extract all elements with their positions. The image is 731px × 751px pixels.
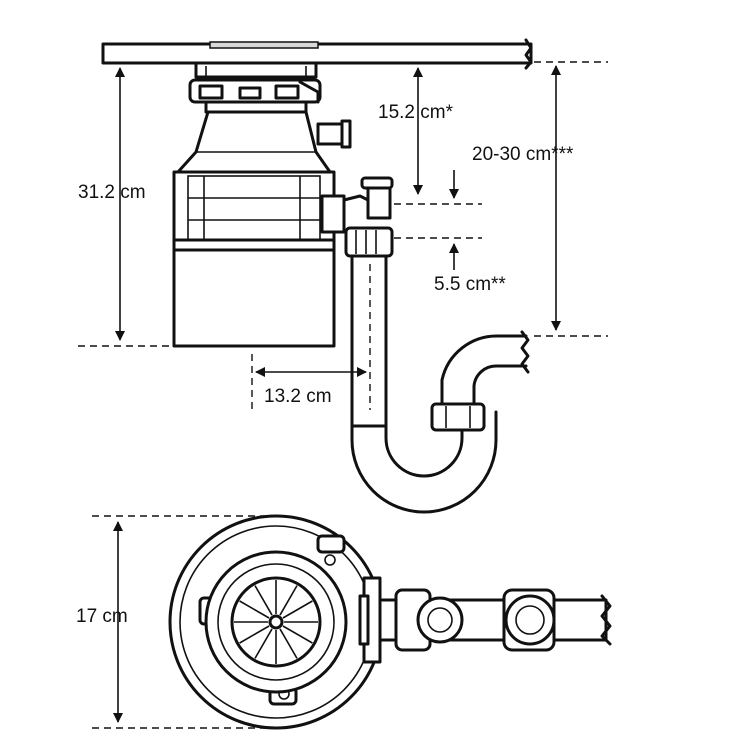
splash-fin xyxy=(239,600,270,619)
splash-fin xyxy=(254,628,273,659)
sink-to-inlet-label: 15.2 cm* xyxy=(378,102,454,123)
disposer-upper-body xyxy=(176,110,352,174)
p-trap xyxy=(350,330,530,514)
splash-fin xyxy=(279,628,298,659)
dimension-outlet-gap: 5.5 cm** xyxy=(394,170,506,295)
splash-fin xyxy=(239,625,270,644)
dimension-diameter: 17 cm xyxy=(76,515,270,729)
side-view: 31.2 cm 15.2 cm* 5.5 cm** 20-30 cm*** xyxy=(78,38,608,514)
discharge-pipe xyxy=(342,176,394,428)
height-total-label: 31.2 cm xyxy=(78,182,146,203)
outlet-gap-label: 5.5 cm** xyxy=(434,274,506,295)
dimension-sink-to-inlet: 15.2 cm* xyxy=(378,67,482,205)
splash-fin xyxy=(282,600,313,619)
drain-range-label: 20-30 cm*** xyxy=(472,144,574,165)
disposer-lower-body xyxy=(172,248,336,348)
top-drain-pipe xyxy=(378,588,612,652)
dimension-drain-range: 20-30 cm*** xyxy=(472,61,608,337)
diameter-label: 17 cm xyxy=(76,606,128,627)
splash-guard xyxy=(234,580,318,664)
splash-fin xyxy=(254,585,273,616)
outlet-offset-label: 13.2 cm xyxy=(264,386,332,407)
splash-fin xyxy=(279,585,298,616)
dimension-height-total: 31.2 cm xyxy=(78,67,172,347)
splash-fin xyxy=(282,625,313,644)
top-view: 17 cm xyxy=(76,514,612,730)
mounting-ring xyxy=(188,78,322,114)
motor-housing xyxy=(172,170,346,252)
dimension-outlet-offset: 13.2 cm xyxy=(251,264,371,410)
sink-flange xyxy=(194,41,319,79)
